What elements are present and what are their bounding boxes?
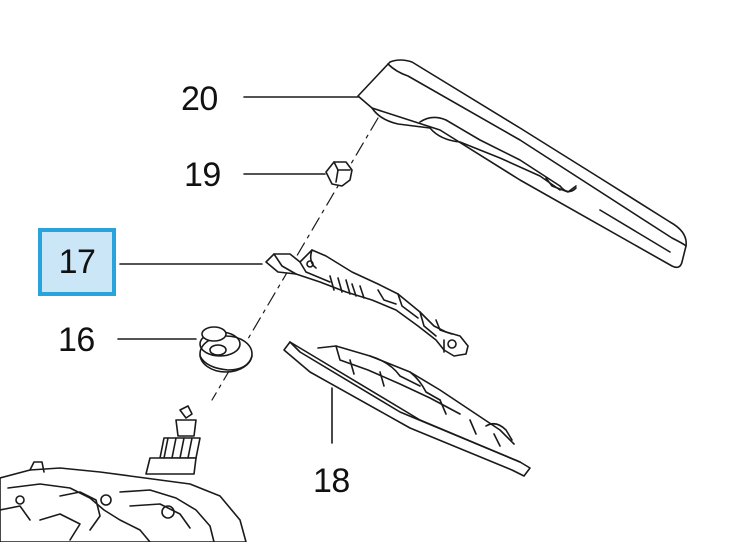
part-19-nut[interactable] xyxy=(325,161,353,187)
callout-20[interactable]: 20 xyxy=(181,80,218,118)
wiper-motor-spindle xyxy=(0,405,247,542)
part-17-wiper-arm[interactable] xyxy=(265,249,469,357)
callout-17-highlight[interactable]: 17 xyxy=(38,228,116,296)
callout-19[interactable]: 19 xyxy=(184,156,221,194)
callout-18[interactable]: 18 xyxy=(313,462,350,500)
part-18-wiper-blade[interactable] xyxy=(283,341,531,477)
part-16-grommet[interactable] xyxy=(199,326,253,373)
part-20-arm-cover[interactable] xyxy=(357,59,687,269)
callout-16[interactable]: 16 xyxy=(58,321,95,359)
callout-17: 17 xyxy=(58,243,96,281)
